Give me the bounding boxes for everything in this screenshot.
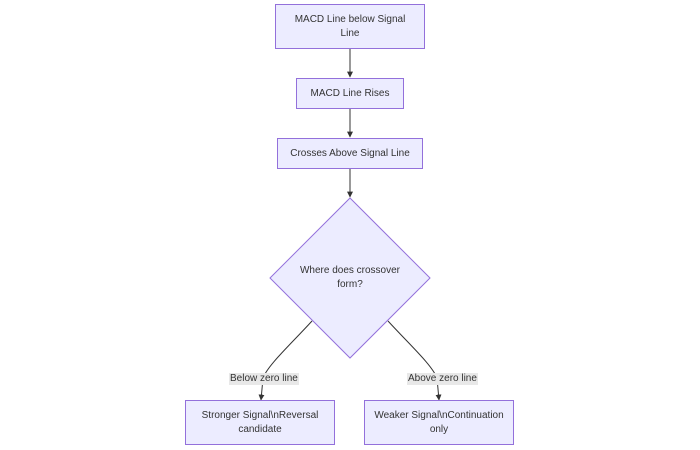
node-crosses-above-signal: Crosses Above Signal Line [277, 138, 423, 169]
node-stronger-signal: Stronger Signal\nReversal candidate [185, 400, 335, 445]
edge-label-below-zero: Below zero line [229, 373, 299, 385]
node-stronger-signal-label: Stronger Signal\nReversal candidate [201, 409, 319, 435]
node-macd-below-signal-label: MACD Line below Signal Line [294, 13, 406, 39]
decision-label: Where does crossover form? [299, 265, 401, 290]
edge-label-above-zero: Above zero line [407, 373, 478, 385]
node-macd-below-signal: MACD Line below Signal Line [275, 4, 425, 49]
node-macd-rises-label: MACD Line Rises [310, 87, 390, 99]
edge-decision-to-weaker [387, 320, 442, 401]
node-crosses-above-signal-label: Crosses Above Signal Line [290, 147, 410, 159]
node-weaker-signal: Weaker Signal\nContinuation only [364, 400, 514, 445]
decision-diamond [269, 197, 431, 359]
node-weaker-signal-label: Weaker Signal\nContinuation only [374, 409, 504, 435]
node-macd-rises: MACD Line Rises [296, 78, 404, 109]
edge-decision-to-stronger [258, 320, 313, 401]
